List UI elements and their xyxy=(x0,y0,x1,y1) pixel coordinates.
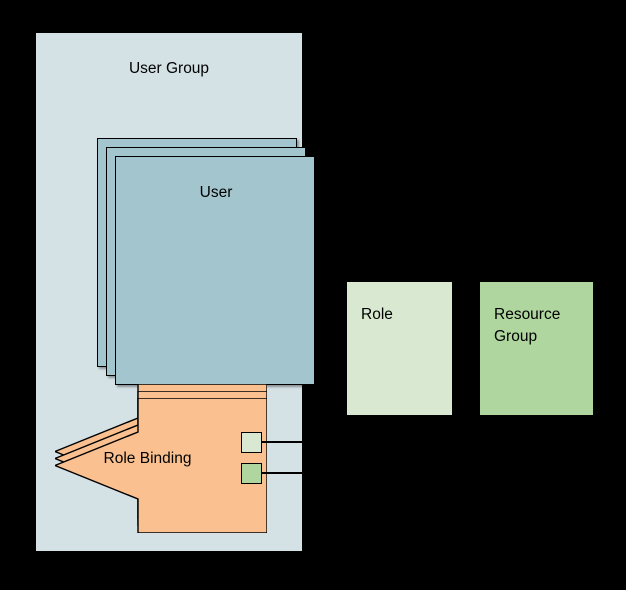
role-connector-square[interactable] xyxy=(241,432,262,453)
role-box-label: Role xyxy=(361,306,393,323)
connector-line-resource-group xyxy=(258,472,303,474)
resource-group-box[interactable]: Resource Group xyxy=(479,281,594,416)
user-card-label: User xyxy=(199,184,233,201)
role-binding-label: Role Binding xyxy=(103,450,192,467)
user-card-front[interactable]: User xyxy=(115,156,315,385)
user-group-label: User Group xyxy=(128,60,210,77)
resource-group-connector-square[interactable] xyxy=(241,463,262,484)
user-group-container[interactable]: User Group User xyxy=(36,33,315,551)
resource-group-box-label: Resource Group xyxy=(494,306,561,345)
role-box[interactable]: Role xyxy=(346,281,453,416)
role-binding-shape-front[interactable] xyxy=(55,398,267,533)
connector-line-role xyxy=(258,441,303,443)
